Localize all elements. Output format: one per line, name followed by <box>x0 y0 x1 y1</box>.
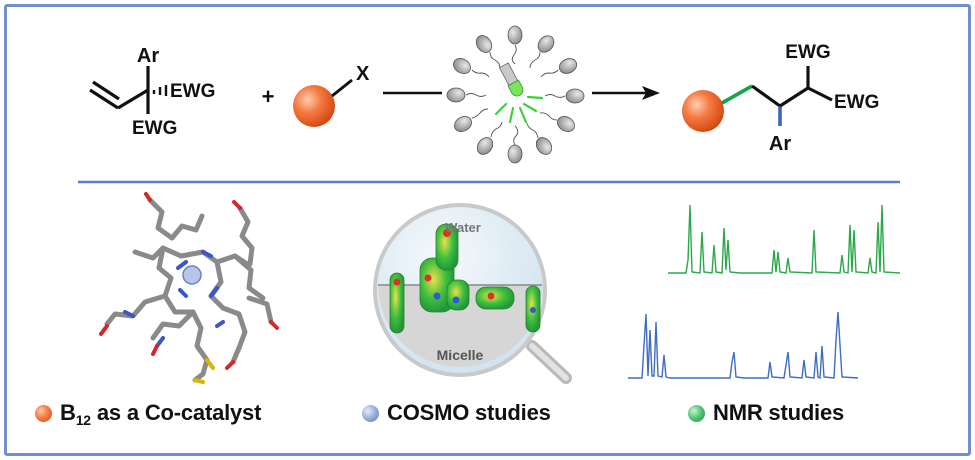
blue-bullet-icon <box>362 404 379 422</box>
reactant-ewg-right-label: EWG <box>170 81 215 102</box>
caption-cosmo-text: COSMO studies <box>387 400 551 425</box>
product-structure: EWG EWG Ar <box>682 42 879 155</box>
micelle-phase-label: Micelle <box>437 347 484 363</box>
cosmo-magnifier-icon: Water Micelle <box>373 203 572 384</box>
plus-sign: + <box>262 84 275 109</box>
nmr-spectrum-bottom <box>628 311 859 380</box>
orange-bullet-icon <box>35 404 52 422</box>
reaction-arrow-head <box>592 86 660 100</box>
micelle-photocatalyst-icon <box>446 25 585 164</box>
reactant-organohalide: X <box>293 63 370 127</box>
nmr-spectrum-top <box>668 204 901 274</box>
reactant-ewg-bottom-label: EWG <box>132 118 177 139</box>
halide-label: X <box>356 63 370 85</box>
product-aryl-label: Ar <box>769 133 791 155</box>
new-c-c-bond <box>721 84 753 105</box>
caption-nmr-studies: NMR studies <box>688 398 844 428</box>
caption-cosmo-studies: COSMO studies <box>362 398 551 428</box>
b12-molecule-model <box>99 192 279 384</box>
substrate-sphere-icon <box>293 85 335 127</box>
reactant-alkene: Ar EWG EWG <box>89 45 215 139</box>
product-ewg-right-label: EWG <box>834 92 879 113</box>
green-bullet-icon <box>688 404 705 422</box>
water-phase-label: Water <box>445 220 481 235</box>
caption-b12-subscript: 12 <box>75 412 91 428</box>
caption-b12-suffix: as a Co-catalyst <box>96 400 262 425</box>
product-ewg-top-label: EWG <box>785 42 830 63</box>
caption-nmr-text: NMR studies <box>713 400 845 425</box>
product-substrate-sphere-icon <box>682 90 724 132</box>
reactant-aryl-label: Ar <box>137 45 159 67</box>
caption-b12-prefix: B <box>60 400 76 425</box>
